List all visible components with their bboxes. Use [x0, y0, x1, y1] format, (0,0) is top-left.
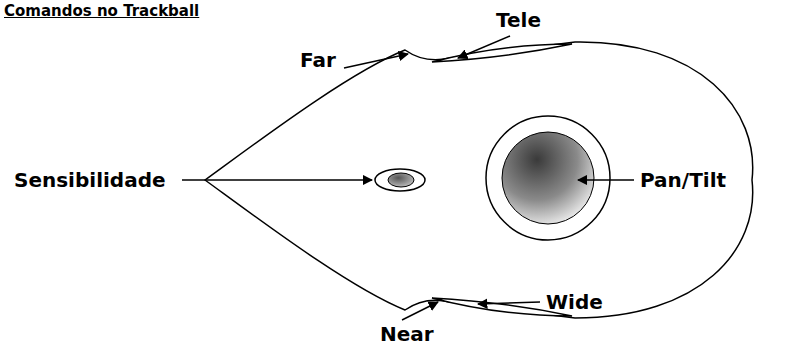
- control-label: Wide: [546, 290, 603, 314]
- leader-line: [478, 302, 540, 304]
- control-label: Far: [300, 48, 336, 72]
- ball-ring: [486, 116, 610, 240]
- control-label: Near: [380, 322, 434, 346]
- page-title: Comandos no Trackball: [4, 2, 199, 20]
- leader-line: [344, 54, 408, 68]
- leader-line: [578, 179, 634, 181]
- leader-line: [402, 302, 438, 320]
- sensitivity-knob: [388, 173, 414, 187]
- sensitivity-knob: [375, 169, 425, 191]
- leader-line: [458, 36, 510, 58]
- zoom-button: [432, 44, 572, 62]
- trackball: [502, 132, 594, 224]
- control-label: Sensibilidade: [14, 168, 166, 192]
- leader-line: [182, 179, 372, 181]
- control-label: Pan/Tilt: [640, 168, 726, 192]
- control-label: Tele: [496, 8, 541, 32]
